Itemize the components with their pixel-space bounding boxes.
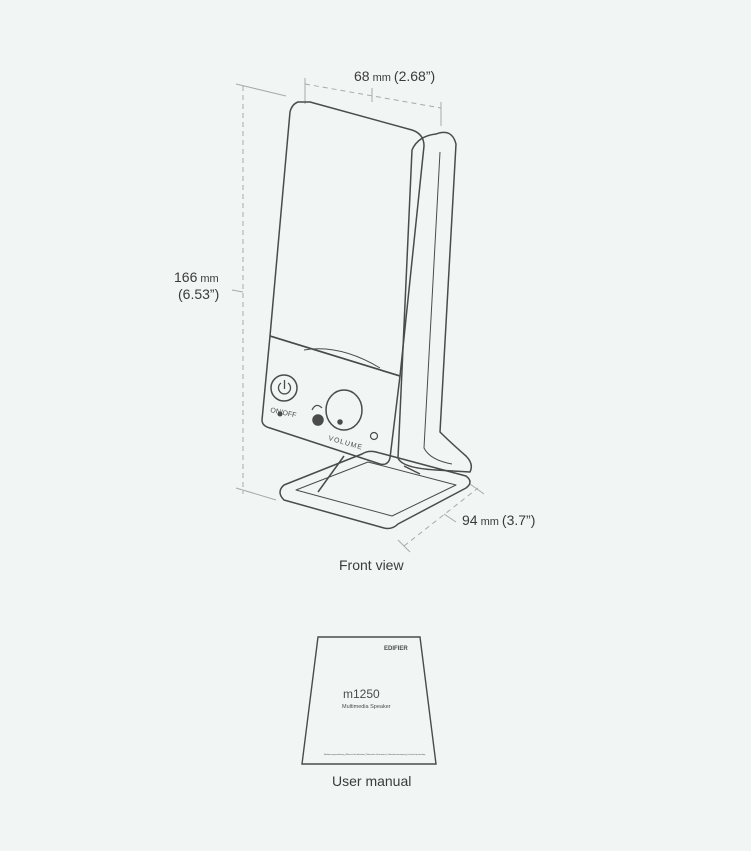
speaker-control-panel bbox=[261, 335, 401, 466]
user-manual-illustration bbox=[301, 636, 437, 765]
speaker-base bbox=[279, 450, 471, 530]
height-dimension-imperial: (6.53”) bbox=[178, 286, 219, 302]
depth-dimension bbox=[397, 483, 485, 553]
manual-brand: EDIFIER bbox=[384, 646, 408, 652]
headphone-jack bbox=[312, 414, 324, 426]
manual-footer: Bedienungsanleitung | Manuel d'utilisati… bbox=[324, 753, 426, 756]
manual-cover bbox=[301, 636, 437, 765]
manual-subtitle: Multimedia Speaker bbox=[342, 704, 391, 710]
power-label: ON/OFF bbox=[270, 407, 297, 419]
height-dimension bbox=[231, 83, 287, 501]
speaker-illustration bbox=[261, 101, 473, 530]
manual-model: m1250 bbox=[343, 687, 380, 701]
speaker-side-panel bbox=[397, 131, 473, 473]
aux-icon bbox=[369, 431, 379, 441]
width-dimension bbox=[304, 78, 442, 126]
front-view-caption: Front view bbox=[339, 557, 404, 573]
user-manual-caption: User manual bbox=[332, 773, 412, 789]
volume-knob bbox=[325, 389, 363, 431]
speaker-grille bbox=[269, 101, 425, 377]
power-button bbox=[270, 374, 298, 402]
